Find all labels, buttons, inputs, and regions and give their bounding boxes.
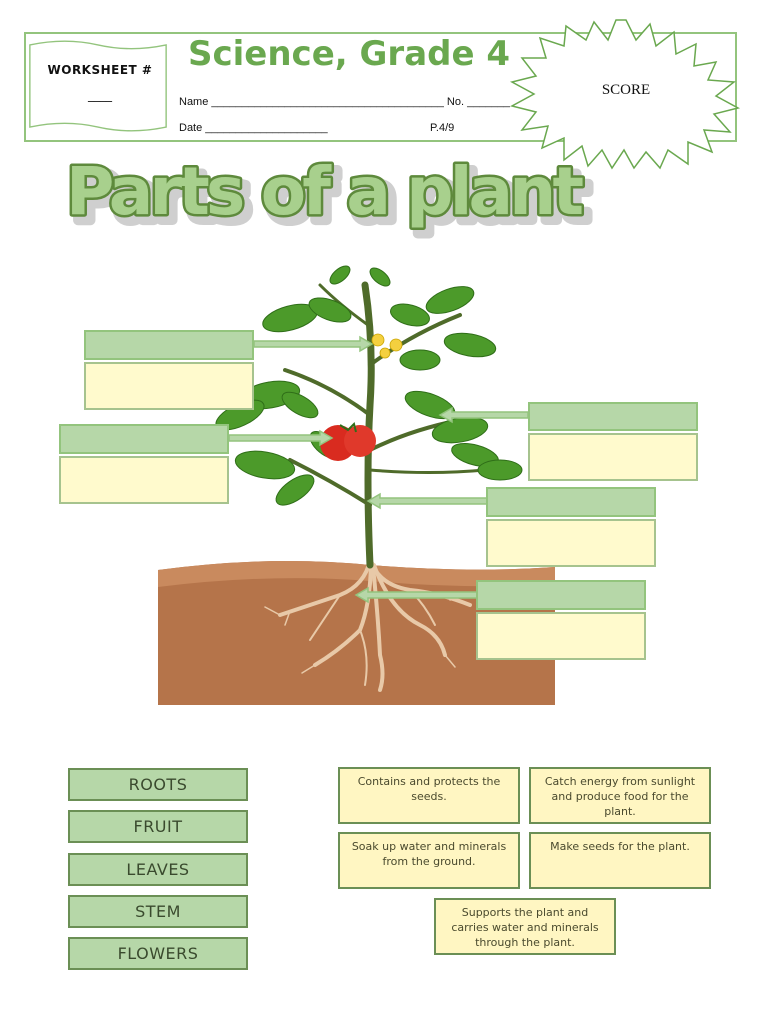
- label-box-header[interactable]: [528, 402, 698, 431]
- definition-card-leaves[interactable]: Catch energy from sunlight and produce f…: [529, 767, 711, 824]
- label-box-answer[interactable]: [486, 519, 656, 567]
- score-label: SCORE: [601, 82, 651, 98]
- definition-card-roots[interactable]: Soak up water and minerals from the grou…: [338, 832, 520, 889]
- fruit-drawing: [320, 422, 376, 461]
- definition-card-flowers[interactable]: Make seeds for the plant.: [529, 832, 711, 889]
- name-field[interactable]: Name ___________________________________…: [179, 96, 510, 108]
- worksheet-number-blank: ____: [88, 88, 112, 102]
- label-box-answer[interactable]: [84, 362, 254, 410]
- label-box-fruit[interactable]: [59, 424, 229, 504]
- flowers-drawing: [371, 333, 403, 359]
- word-card-leaves[interactable]: LEAVES: [68, 853, 248, 886]
- worksheet-number-frame: [29, 40, 167, 132]
- label-box-answer[interactable]: [476, 612, 646, 660]
- word-card-roots[interactable]: ROOTS: [68, 768, 248, 801]
- definition-card-fruit[interactable]: Contains and protects the seeds.: [338, 767, 520, 824]
- title-outline: Parts of a plant: [66, 153, 584, 230]
- word-card-flowers[interactable]: FLOWERS: [68, 937, 248, 970]
- worksheet-number-label: WORKSHEET #: [47, 63, 153, 77]
- date-field[interactable]: Date ____________________: [179, 122, 328, 134]
- label-box-header[interactable]: [59, 424, 229, 454]
- label-box-header[interactable]: [486, 487, 656, 517]
- label-box-leaves[interactable]: [528, 402, 698, 481]
- label-box-header[interactable]: [476, 580, 646, 610]
- label-box-stem[interactable]: [486, 487, 656, 567]
- word-card-stem[interactable]: STEM: [68, 895, 248, 928]
- title-fill: Parts of a plant: [66, 153, 584, 230]
- subject-title: Science, Grade 4: [188, 34, 511, 74]
- starburst-shape: [509, 19, 741, 170]
- worksheet-header: WORKSHEET # ____ Science, Grade 4 Name _…: [24, 32, 737, 142]
- word-card-fruit[interactable]: FRUIT: [68, 810, 248, 843]
- label-box-flowers[interactable]: [84, 330, 254, 410]
- label-box-roots[interactable]: [476, 580, 646, 660]
- label-box-header[interactable]: [84, 330, 254, 360]
- definition-card-stem[interactable]: Supports the plant and carries water and…: [434, 898, 616, 955]
- page-number: P.4/9: [430, 122, 455, 134]
- parts-of-a-plant-title: Parts of a plant Parts of a plant Parts …: [64, 151, 596, 241]
- label-box-answer[interactable]: [528, 433, 698, 481]
- score-badge: SCORE: [508, 18, 744, 170]
- stem-drawing: [283, 281, 487, 569]
- title-shadow: Parts of a plant: [72, 159, 590, 236]
- label-box-answer[interactable]: [59, 456, 229, 504]
